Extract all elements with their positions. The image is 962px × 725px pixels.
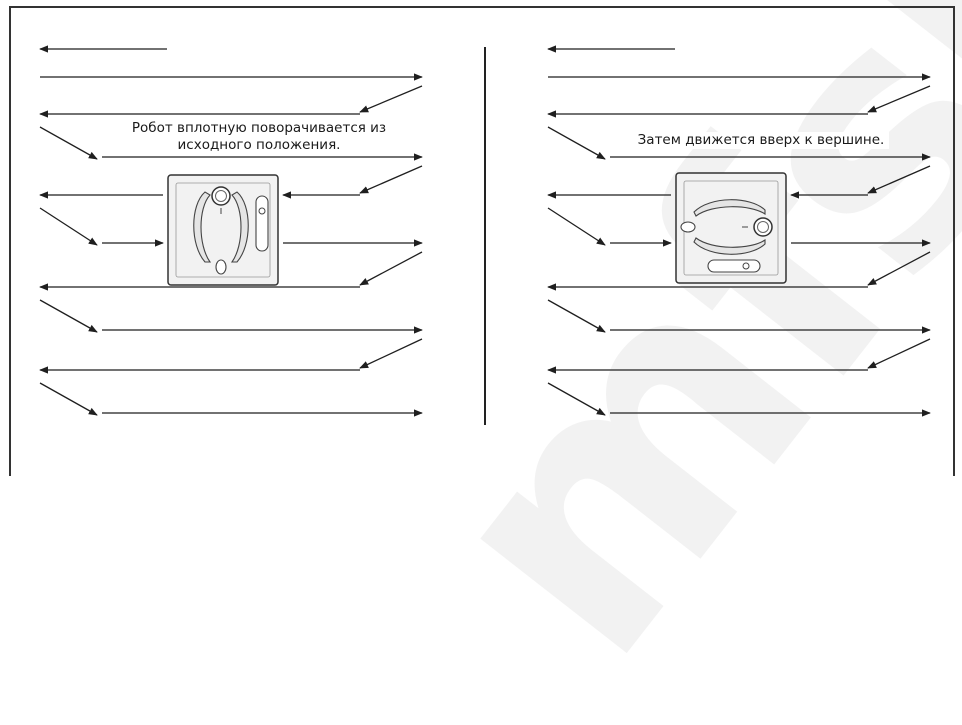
caption-left-line1: Робот вплотную поворачивается из	[131, 120, 387, 136]
robot-body-left	[167, 174, 279, 286]
left-path-arrow-diagonal	[359, 251, 423, 286]
left-path-arrow-diagonal	[39, 299, 98, 333]
robot-brush-left-a	[193, 191, 212, 263]
robot-brush-left-b	[230, 191, 249, 263]
robot-device-left	[167, 174, 279, 286]
left-path-arrow-diagonal	[359, 338, 423, 369]
robot-brush-right-b	[693, 237, 766, 255]
right-path-arrow-diagonal	[547, 207, 606, 246]
caption-left: Робот вплотную поворачивается из исходно…	[118, 120, 400, 154]
path-diagram	[39, 45, 931, 417]
right-path-arrow-diagonal	[547, 126, 606, 160]
right-path-arrow-diagonal	[867, 165, 931, 194]
robot-button-left	[211, 186, 231, 206]
robot-brush-right-a	[693, 199, 766, 217]
right-path-arrow-diagonal	[867, 338, 931, 369]
left-path-arrow-diagonal	[39, 126, 98, 160]
robot-handle-right	[707, 259, 761, 273]
robot-inner-left	[175, 182, 271, 278]
robot-wheel-left	[215, 259, 227, 275]
caption-left-line2: исходного положения.	[177, 137, 341, 153]
left-path-arrow-diagonal	[39, 207, 98, 246]
caption-right: Затем движется вверх к вершине.	[633, 132, 889, 149]
right-path-arrow-diagonal	[867, 251, 931, 286]
robot-wheel-right	[680, 221, 696, 233]
right-path-arrow-diagonal	[867, 85, 931, 113]
robot-handle-left	[255, 195, 269, 252]
robot-button-right	[753, 217, 773, 237]
diagram-stage: mfsho	[9, 0, 962, 725]
left-path-arrow-diagonal	[359, 85, 423, 113]
panel-divider	[484, 47, 486, 425]
robot-device-right	[675, 172, 787, 284]
frame-border	[9, 6, 955, 476]
right-path-arrow-diagonal	[547, 299, 606, 333]
left-path-arrow-diagonal	[39, 382, 98, 416]
left-path-arrow-diagonal	[359, 165, 423, 194]
right-path-arrow-diagonal	[547, 382, 606, 416]
robot-body-right	[675, 172, 787, 284]
